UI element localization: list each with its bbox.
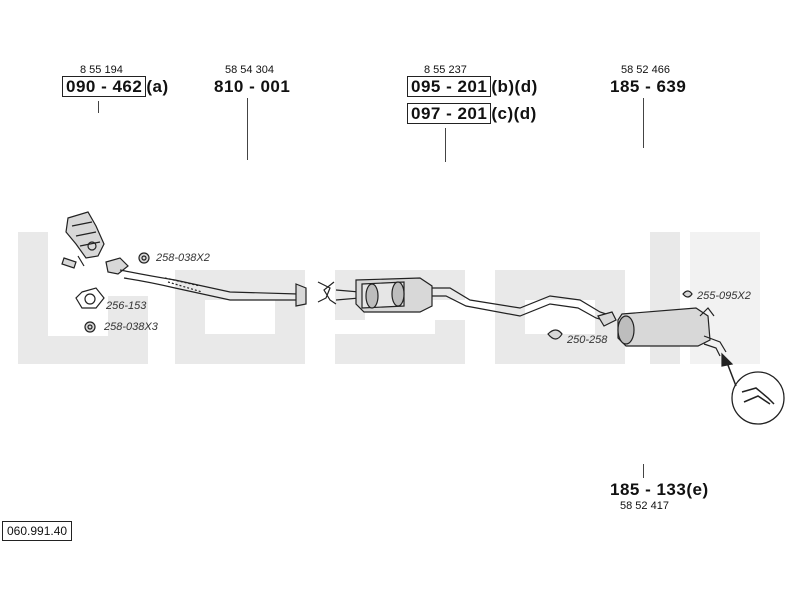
gasket-256-153-part <box>75 287 105 309</box>
part-suffix: (b)(d) <box>491 77 538 96</box>
leader-line <box>643 464 644 478</box>
order-number: 58 54 304 <box>225 64 274 76</box>
order-number: 58 52 466 <box>621 64 670 76</box>
front-pipe-part <box>119 269 307 307</box>
leader-line <box>247 98 248 160</box>
small-part-label: 258-038X3 <box>104 321 158 333</box>
order-number: 58 52 417 <box>620 500 669 512</box>
part-number: 185 - 133 <box>610 480 687 499</box>
small-part-label: 258-038X2 <box>156 252 210 264</box>
order-number: 8 55 194 <box>80 64 123 76</box>
leader-line <box>98 101 99 113</box>
rear-silencer-part <box>597 307 727 357</box>
tailpipe-detail-callout <box>721 352 785 425</box>
intermediate-pipe-part <box>432 287 613 323</box>
part-suffix: (a) <box>146 77 169 96</box>
part-number: 090 - 462 <box>62 76 147 97</box>
part-number: 095 - 201 <box>407 76 492 97</box>
middle-silencer-part <box>335 277 433 313</box>
part-number: 185 - 639 <box>610 77 687 96</box>
small-part-label: 256-153 <box>106 300 147 312</box>
leader-line <box>643 98 644 148</box>
leader-line <box>445 128 446 162</box>
small-part-label: 250-258 <box>567 334 608 346</box>
part-suffix: (c)(d) <box>491 104 537 123</box>
diagram-code: 060.991.40 <box>2 521 73 541</box>
small-part-label: 255-095X2 <box>697 290 751 302</box>
manifold-catalyst-part <box>61 211 105 269</box>
part-number: 097 - 201 <box>407 103 492 124</box>
order-number: 8 55 237 <box>424 64 467 76</box>
part-number: 810 - 001 <box>214 77 291 96</box>
part-suffix: (e) <box>686 480 709 499</box>
